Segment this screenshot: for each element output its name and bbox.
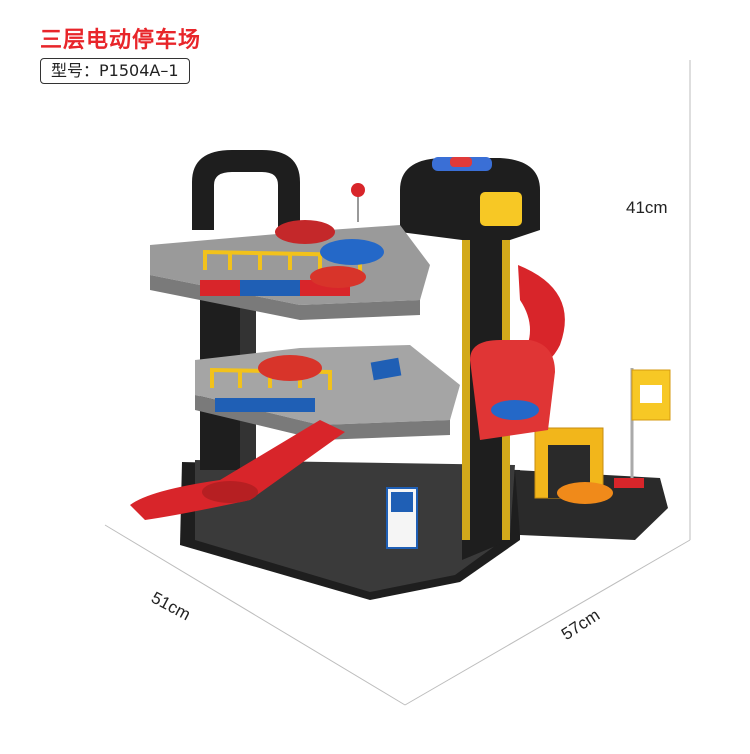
height-dimension-label: 41cm <box>626 198 668 217</box>
middle-parking-sign <box>370 357 402 381</box>
red-car-ramp <box>202 481 258 503</box>
elevator-red-booth <box>470 340 555 440</box>
model-number-label: 型号：P1504A–1 <box>40 58 190 84</box>
width-guide-line <box>104 524 406 706</box>
orange-car <box>557 482 613 504</box>
gate-barrier <box>614 478 644 488</box>
red-car-top <box>275 220 335 244</box>
depth-guide-line <box>404 539 691 706</box>
lower-red-ramp <box>130 420 345 520</box>
tower-logo-panel <box>480 192 522 226</box>
red-car-top-2 <box>310 266 366 288</box>
product-title: 三层电动停车场 <box>40 28 202 53</box>
left-arch-tower <box>192 150 300 230</box>
middle-floor-sign-strip <box>215 398 315 412</box>
blue-car-top <box>320 239 384 265</box>
stop-sign <box>351 183 365 197</box>
base-top-surface <box>195 460 515 592</box>
dimension-lines <box>104 60 691 706</box>
blue-car-elevator <box>491 400 539 420</box>
red-car-middle <box>258 355 322 381</box>
